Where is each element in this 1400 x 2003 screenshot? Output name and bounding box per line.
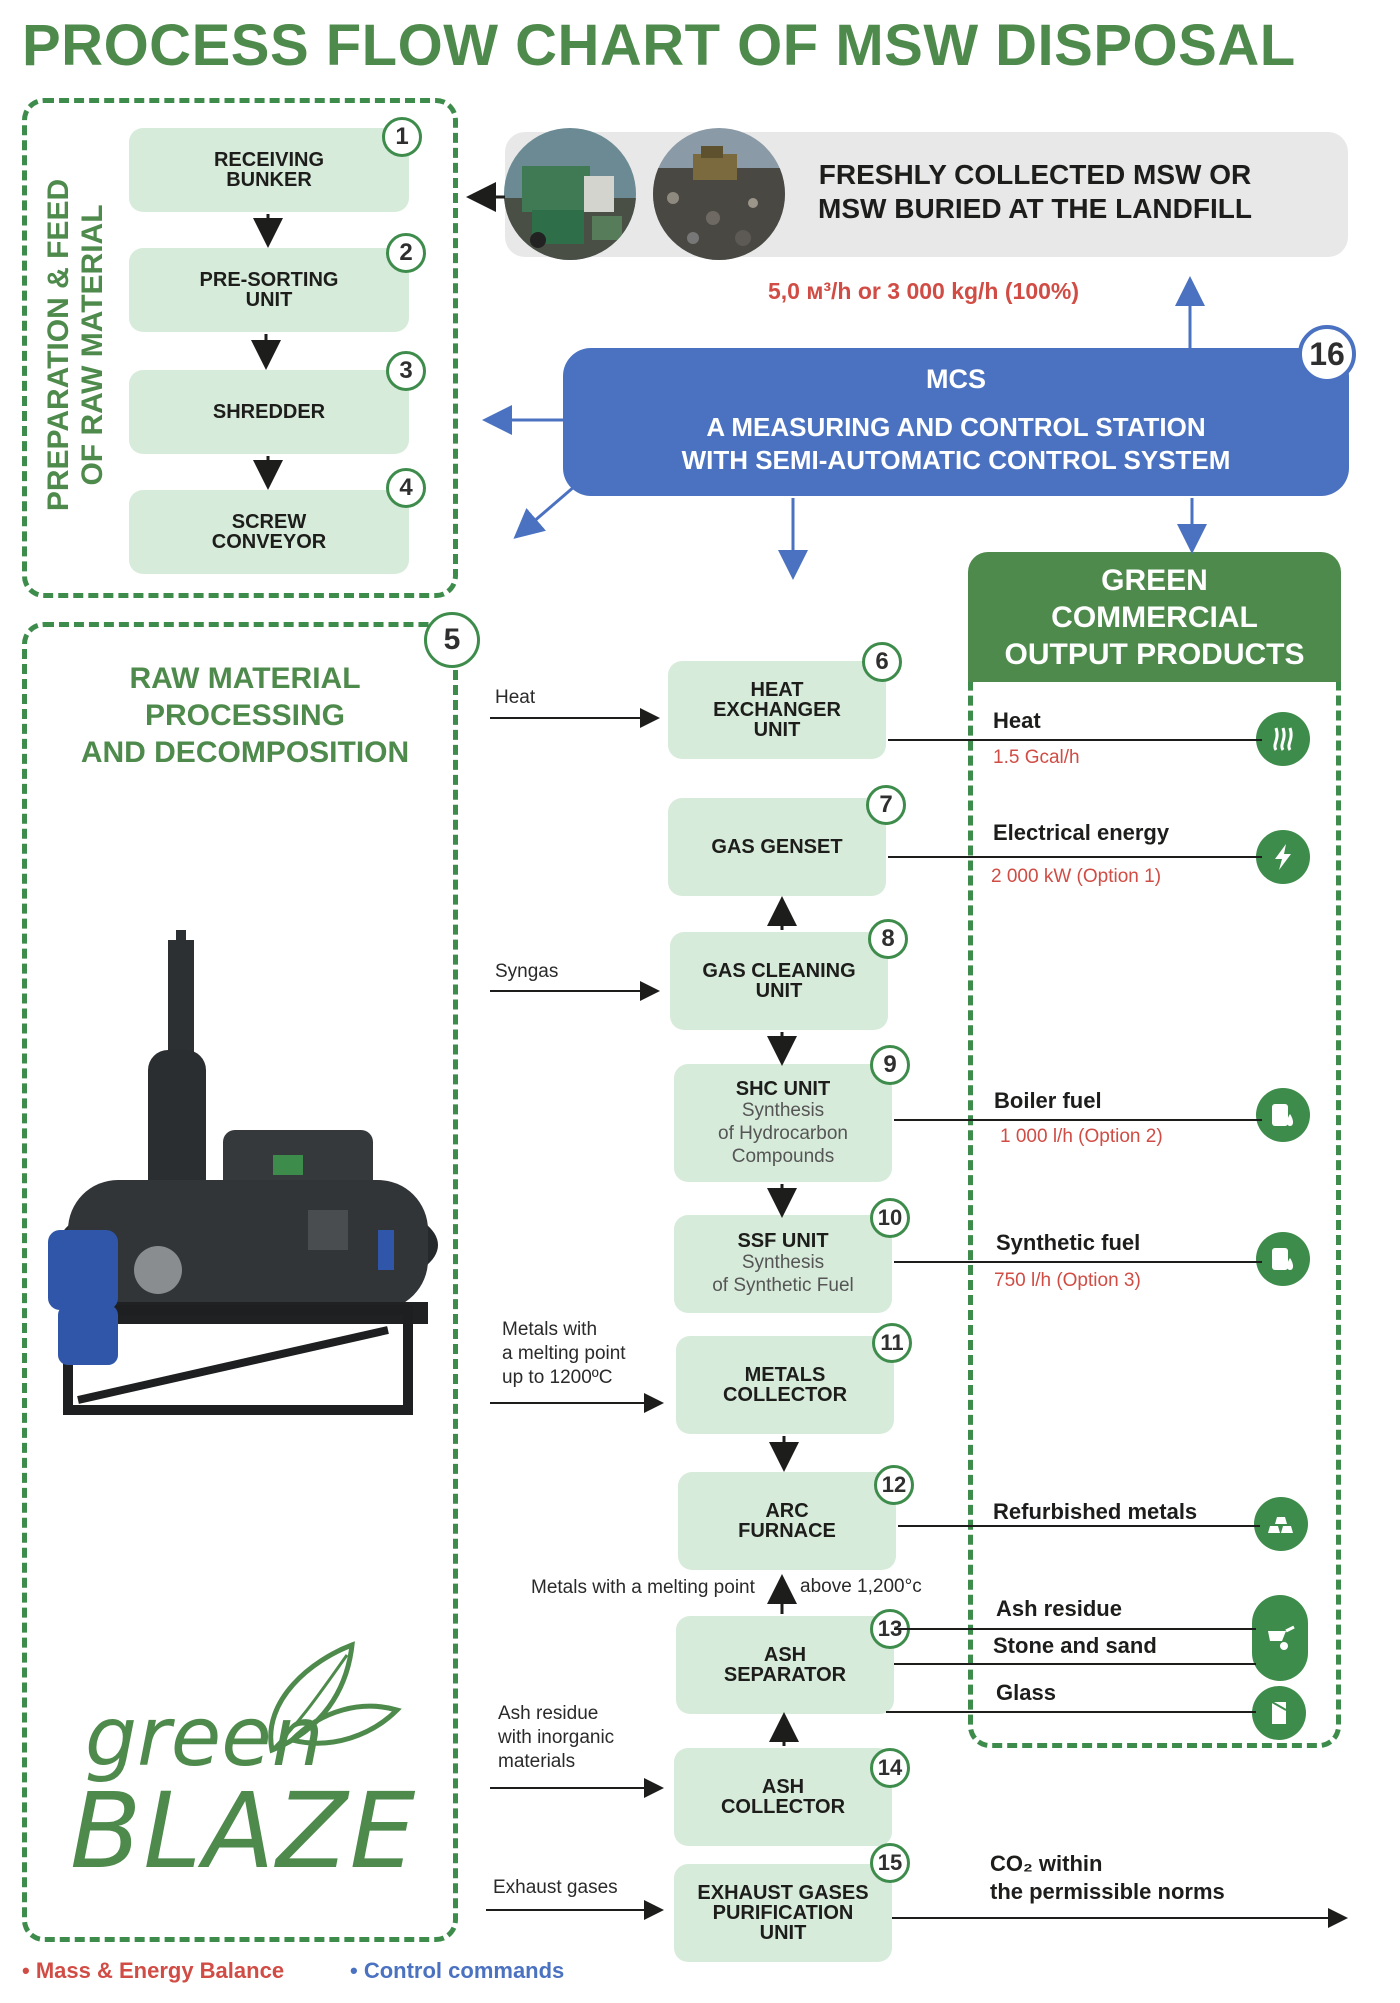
output-electric-label: Electrical energy [993, 820, 1170, 845]
step-number-12: 12 [874, 1465, 914, 1505]
processing-section-border [22, 622, 458, 1942]
logo-blaze-text: BLAZE [70, 1770, 418, 1892]
heat-waves-icon [1256, 712, 1310, 766]
output-heat-value: 1.5 Gcal/h [993, 747, 1080, 768]
pyrolysis-machine-illustration [48, 930, 453, 1470]
step-number-7: 7 [866, 785, 906, 825]
step-number-2: 2 [386, 233, 426, 273]
msw-input-rate: 5,0 м³/h or 3 000 kg/h (100%) [768, 278, 1080, 304]
step-number-4: 4 [386, 468, 426, 508]
step-shredder: SHREDDER [129, 370, 409, 454]
step-number-1: 1 [382, 117, 422, 157]
input-heat-label: Heat [495, 687, 536, 708]
output-synthetic-label: Synthetic fuel [996, 1230, 1141, 1255]
fuel-barrel-icon [1256, 1232, 1310, 1286]
step-number-15: 15 [870, 1843, 910, 1883]
wheelbarrow-icon [1252, 1595, 1308, 1681]
green-output-border [968, 600, 1341, 1748]
step-number-11: 11 [872, 1323, 912, 1363]
msw-source-panel [505, 132, 1348, 257]
step-number-9: 9 [870, 1045, 910, 1085]
output-glass-label: Glass [996, 1680, 1056, 1705]
output-boiler-value: 1 000 l/h (Option 2) [1000, 1126, 1163, 1147]
logo-leaf-icon [252, 1640, 402, 1760]
prep-section-border [22, 98, 458, 598]
output-synthetic-value: 750 l/h (Option 3) [994, 1270, 1141, 1291]
landfill-photo [653, 128, 785, 260]
step-number-6: 6 [862, 642, 902, 682]
glass-icon [1252, 1686, 1306, 1740]
output-ash-label: Ash residue [996, 1596, 1122, 1621]
output-electric-value: 2 000 kW (Option 1) [991, 866, 1162, 887]
output-heat-label: Heat [993, 708, 1041, 733]
input-metals-high-right-label: above 1,200°c [800, 1576, 922, 1597]
input-syngas-label: Syngas [495, 961, 559, 982]
step-number-10: 10 [870, 1198, 910, 1238]
input-exhaust-label: Exhaust gases [493, 1877, 618, 1898]
legend-mass-balance: • Mass & Energy Balance [22, 1958, 285, 1983]
input-metals-high-left-label: Metals with a melting point [531, 1577, 755, 1598]
output-stone-label: Stone and sand [993, 1633, 1157, 1658]
step-number-8: 8 [868, 919, 908, 959]
lightning-icon [1256, 830, 1310, 884]
step-number-3: 3 [386, 351, 426, 391]
metal-ingots-icon [1254, 1497, 1308, 1551]
fuel-barrel-icon [1256, 1088, 1310, 1142]
unit-gas-genset: GAS GENSET [668, 798, 886, 896]
output-boiler-label: Boiler fuel [994, 1088, 1102, 1113]
page-title: PROCESS FLOW CHART OF MSW DISPOSAL [22, 13, 1296, 78]
legend-control-commands: • Control commands [350, 1958, 565, 1983]
step-number-16: 16 [1298, 325, 1356, 383]
output-metals-label: Refurbished metals [993, 1499, 1198, 1524]
step-number-5: 5 [424, 612, 480, 668]
step-number-14: 14 [870, 1748, 910, 1788]
